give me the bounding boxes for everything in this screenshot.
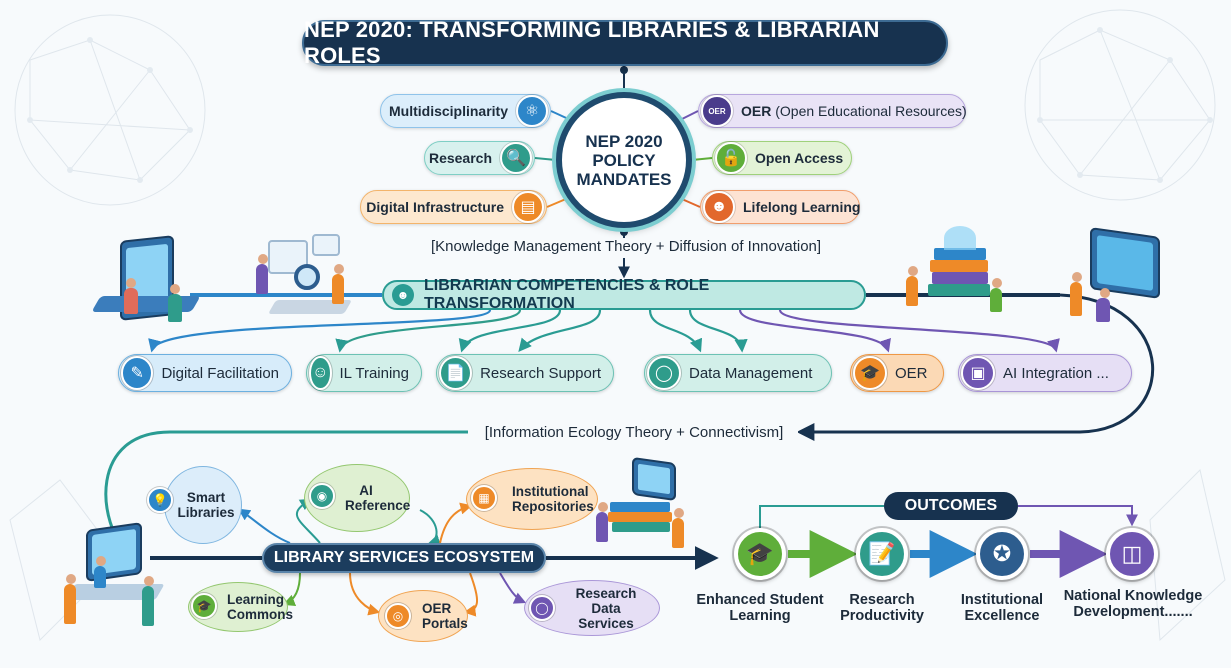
competency-label: Research Support	[480, 364, 601, 382]
mandate-digital-infrastructure: Digital Infrastructure ▤	[360, 190, 547, 224]
award-medal-icon: ✪	[976, 528, 1028, 580]
mandate-lifelong-learning: ☻ Lifelong Learning	[700, 190, 860, 224]
illustration-desk-people	[56, 520, 166, 640]
mandate-label: Digital Infrastructure	[366, 199, 504, 215]
hub-label: NEP 2020 POLICY MANDATES	[576, 131, 672, 189]
competency-label: OER	[895, 364, 928, 382]
service-label: OER Portals	[422, 601, 468, 631]
competency-research-support: 📄 Research Support	[436, 354, 614, 392]
database-icon: ◯	[529, 595, 555, 621]
graduation-cap-icon: 🎓	[191, 593, 217, 619]
mandate-label: Research	[428, 150, 492, 166]
outcome-national-knowledge-development: National Knowledge Development.......	[1063, 588, 1203, 620]
tablet-pen-icon: ✎	[121, 356, 154, 390]
mandate-label: Lifelong Learning	[743, 199, 861, 215]
outcome-institutional-excellence: Institutional Excellence	[960, 592, 1044, 624]
illustration-monitor-people	[1060, 227, 1170, 334]
service-label: Institutional Repositories	[512, 484, 594, 514]
library-services-ecosystem: LIBRARY SERVICES ECOSYSTEM	[262, 543, 546, 573]
report-icon: 📝	[856, 528, 908, 580]
competency-oer: 🎓 OER	[850, 354, 944, 392]
service-label: AI Reference	[345, 483, 411, 513]
illustration-books-people	[900, 226, 1010, 322]
illustration-ecosystem-people	[596, 456, 688, 554]
service-oer-portals: ◎ OER Portals	[378, 590, 468, 642]
policy-mandates-hub: NEP 2020 POLICY MANDATES	[556, 92, 692, 228]
competencies-banner: ☻ LIBRARIAN COMPETENCIES & ROLE TRANSFOR…	[382, 277, 866, 312]
archive-box-icon: ▦	[471, 485, 497, 511]
illustration-tablet-people	[91, 235, 201, 334]
competency-data-management: ◯ Data Management	[644, 354, 832, 392]
mandate-research: Research 🔍	[424, 141, 535, 175]
outcome-research-productivity: Research Productivity	[840, 592, 924, 624]
service-institutional-repositories: ▦ Institutional Repositories	[466, 468, 598, 530]
service-label: Research Data Services	[575, 585, 637, 631]
group-icon: ☺	[309, 356, 332, 390]
mandate-label: Open Access	[755, 150, 844, 166]
mandate-label: Multidisciplinarity	[388, 103, 508, 119]
service-learning-commons: 🎓 Learning Commons	[188, 582, 294, 632]
theory-label-knowledge: [Knowledge Management Theory + Diffusion…	[430, 238, 822, 255]
outcomes-label: OUTCOMES	[884, 492, 1018, 520]
competency-ai-integration: ▣ AI Integration ...	[958, 354, 1132, 392]
competency-digital-facilitation: ✎ Digital Facilitation	[118, 354, 292, 392]
mandate-label: (Open Educational Resources)	[775, 103, 967, 119]
magnifier-icon: 🔍	[500, 142, 532, 174]
database-icon: ◯	[647, 356, 681, 390]
banner-label: LIBRARIAN COMPETENCIES & ROLE TRANSFORMA…	[423, 277, 710, 312]
page-title: NEP 2020: TRANSFORMING LIBRARIES & LIBRA…	[302, 17, 948, 68]
server-icon: ▤	[512, 191, 544, 223]
graduation-cap-icon: 🎓	[734, 528, 786, 580]
theory-label-information-ecology: [Information Ecology Theory + Connectivi…	[470, 424, 798, 441]
mandate-multidisciplinarity: Multidisciplinarity ⚛	[380, 94, 551, 128]
lightbulb-icon: 💡	[147, 487, 173, 513]
brain-icon: ◉	[309, 483, 335, 509]
atom-icon: ⚛	[516, 95, 548, 127]
outcome-enhanced-student-learning: Enhanced Student Learning	[696, 592, 824, 624]
mandate-oer: OER OER (Open Educational Resources)	[698, 94, 967, 128]
portal-icon: ◎	[385, 603, 411, 629]
service-label: Learning Commons	[227, 592, 294, 622]
unlocked-padlock-icon: 🔓	[715, 142, 747, 174]
mandate-open-access: 🔓 Open Access	[712, 141, 852, 175]
service-ai-reference: ◉ AI Reference	[304, 464, 410, 532]
learner-icon: ☻	[703, 191, 735, 223]
librarian-icon: ☻	[392, 284, 414, 306]
competency-label: IL Training	[339, 364, 410, 382]
ai-chip-icon: ▣	[961, 356, 995, 390]
competency-label: AI Integration ...	[1003, 364, 1109, 382]
illustration-research-people	[248, 230, 354, 322]
competency-label: Digital Facilitation	[161, 364, 279, 382]
competency-label: Data Management	[689, 364, 813, 382]
competency-il-training: ☺ IL Training	[306, 354, 422, 392]
service-smart-libraries: 💡 Smart Libraries	[147, 466, 242, 544]
globe-icon: ◫	[1106, 528, 1158, 580]
service-research-data-services: ◯ Research Data Services	[524, 580, 660, 636]
service-label: Smart Libraries	[177, 490, 235, 520]
oer-badge-icon: OER	[701, 95, 733, 127]
graduation-cap-icon: 🎓	[853, 356, 887, 390]
mandate-oer-prefix: OER	[741, 103, 772, 119]
document-search-icon: 📄	[439, 356, 473, 390]
